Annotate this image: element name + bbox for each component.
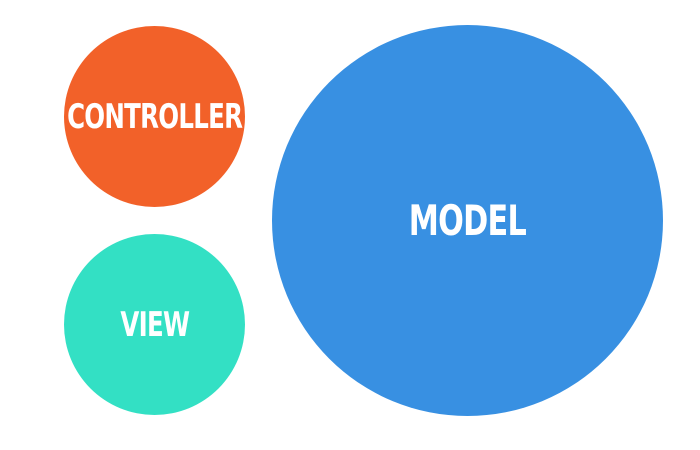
view-circle: VIEW	[64, 234, 245, 415]
controller-label: CONTROLLER	[66, 96, 243, 137]
controller-circle: CONTROLLER	[64, 26, 245, 207]
model-circle: MODEL	[272, 25, 663, 416]
model-label: MODEL	[408, 196, 527, 245]
view-label: VIEW	[120, 304, 190, 345]
